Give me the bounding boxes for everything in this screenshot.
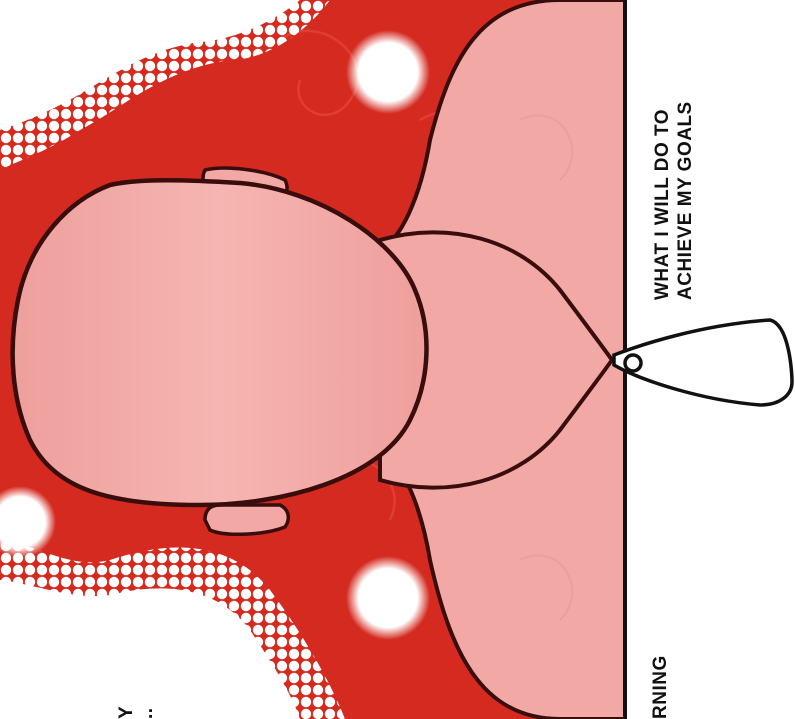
bottom-label-fragment: RNING bbox=[650, 655, 671, 719]
white-spots bbox=[0, 30, 430, 640]
left-label-fragment-1: Y bbox=[116, 705, 137, 719]
ear-bottom bbox=[203, 503, 291, 537]
luggage-tag-icon bbox=[612, 318, 794, 407]
goal-heading-line-1: WHAT I WILL DO TO bbox=[652, 108, 673, 300]
head-shape bbox=[10, 178, 429, 508]
halftone-top-left bbox=[0, 0, 330, 170]
goal-heading-line-2: ACHIEVE MY GOALS bbox=[675, 101, 696, 300]
neck-shape bbox=[378, 230, 615, 490]
halftone-bottom-left bbox=[0, 540, 345, 719]
left-label-fragment-2: .. bbox=[136, 707, 157, 719]
